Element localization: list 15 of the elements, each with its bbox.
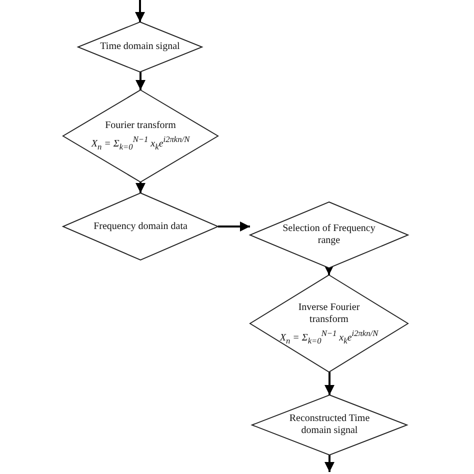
node-label: Frequency domain data: [94, 220, 188, 232]
node-label: Inverse Fourier transform: [297, 302, 361, 326]
node-label: Selection of Frequency range: [282, 223, 376, 247]
node-label: Fourier transform: [105, 120, 176, 132]
arrow: [324, 265, 334, 275]
arrow: [135, 0, 145, 22]
arrow: [218, 222, 250, 232]
arrow: [324, 455, 334, 472]
node-label: Reconstructed Time domain signal: [288, 413, 371, 437]
formula: X$_{n}$ = Σ$_{k=0}$$^{N−1}$ x$_{k}$e$^{i2πkn/N}$: [280, 328, 378, 346]
arrow: [136, 72, 146, 90]
node-label: Time domain signal: [100, 41, 180, 53]
arrow: [324, 372, 334, 395]
formula: X$_{n}$ = Σ$_{k=0}$$^{N−1}$ x$_{k}$e$^{i2πkn/N}$: [91, 135, 190, 152]
arrow: [136, 182, 146, 193]
